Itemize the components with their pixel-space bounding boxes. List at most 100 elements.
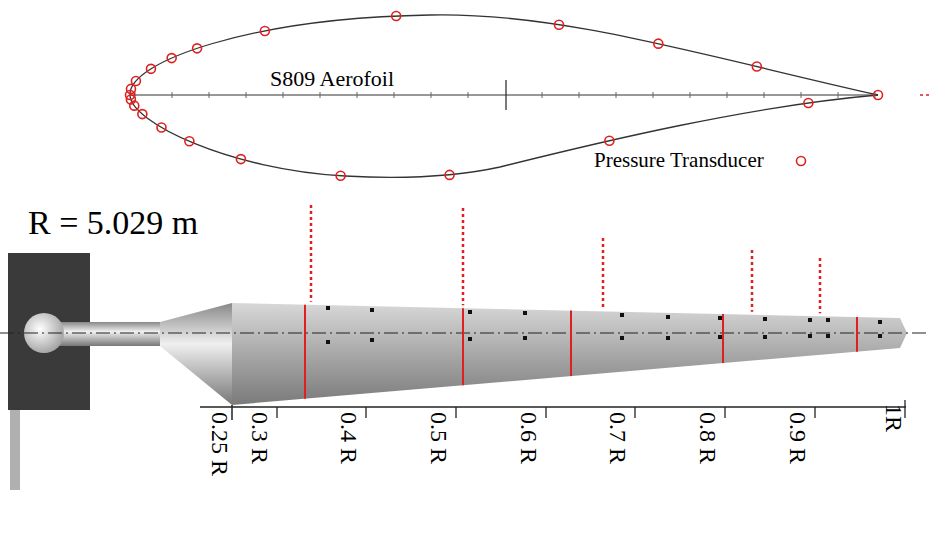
scale-label: 0.7 R — [606, 412, 630, 464]
scale-label: 0.8 R — [696, 412, 720, 464]
pressure-transducer — [130, 101, 139, 110]
dotted-mark — [920, 94, 929, 96]
chord-tick — [172, 92, 173, 98]
legend-text: Pressure Transducer — [594, 150, 764, 171]
scale-tick — [724, 407, 725, 418]
scale-line — [200, 406, 906, 408]
chord-tick — [542, 92, 543, 98]
tap-marker — [666, 336, 670, 340]
tap-marker — [826, 334, 830, 338]
tap-marker — [878, 334, 882, 338]
chord-line — [130, 95, 878, 96]
tap-marker — [523, 336, 527, 340]
chord-tick — [246, 92, 247, 98]
scale-tick — [455, 407, 456, 418]
station-line — [856, 317, 858, 352]
station-line — [304, 305, 306, 399]
dotted-line — [462, 208, 465, 305]
chord-tick — [357, 92, 358, 98]
chord-tick — [320, 92, 321, 98]
tap-marker — [370, 308, 374, 312]
scale-label: 0.9 R — [786, 412, 810, 464]
blade — [232, 303, 907, 405]
tap-marker — [523, 311, 527, 315]
pressure-transducer — [260, 27, 269, 36]
pressure-transducer — [157, 123, 166, 132]
tap-marker — [620, 336, 624, 340]
tap-marker — [763, 317, 767, 321]
dotted-line — [751, 250, 754, 312]
pressure-transducer — [654, 39, 663, 48]
tap-marker — [468, 310, 472, 314]
tap-marker — [826, 318, 830, 322]
radius-label: R = 5.029 m — [28, 206, 198, 240]
tap-marker — [878, 320, 882, 324]
tap-marker — [468, 337, 472, 341]
dotted-line — [819, 258, 822, 313]
chord-tick — [616, 92, 617, 98]
pressure-transducer — [445, 170, 454, 179]
scale-tick — [545, 407, 546, 418]
chord-tick — [801, 92, 802, 98]
pressure-transducer — [554, 20, 563, 29]
tap-marker — [370, 338, 374, 342]
chord-tick — [468, 92, 469, 98]
station-line — [462, 308, 464, 385]
aerofoil-upper — [130, 15, 878, 95]
pitch-axis — [0, 332, 930, 333]
chord-tick — [690, 92, 691, 98]
pressure-transducer — [392, 12, 401, 21]
tap-marker — [718, 335, 722, 339]
tap-marker — [718, 316, 722, 320]
tap-marker — [666, 315, 670, 319]
tap-marker — [808, 318, 812, 322]
chord-mid-tick — [505, 80, 506, 110]
chord-tick — [838, 92, 839, 98]
scale-tick — [276, 407, 277, 418]
scale-tick — [814, 407, 815, 418]
scale-tick — [634, 407, 635, 418]
pressure-transducer — [185, 137, 194, 146]
aerofoil-lower — [130, 95, 878, 177]
pressure-transducer — [236, 155, 245, 164]
chord-tick — [431, 92, 432, 98]
scale-tick — [365, 407, 366, 418]
chord-tick — [209, 92, 210, 98]
pressure-transducer — [146, 64, 155, 73]
tower — [10, 410, 20, 490]
pressure-transducer — [752, 62, 761, 71]
tap-marker — [326, 340, 330, 344]
chord-tick — [283, 92, 284, 98]
scale-label: 0.25 R — [208, 412, 232, 476]
dotted-line — [310, 205, 313, 302]
station-line — [570, 311, 572, 376]
pressure-transducer — [193, 44, 202, 53]
pressure-transducer — [605, 136, 614, 145]
station-line — [722, 314, 724, 363]
scale-label: 0.6 R — [517, 412, 541, 464]
chord-tick — [579, 92, 580, 98]
scale-label: 0.3 R — [248, 412, 272, 464]
pressure-transducer — [131, 77, 140, 86]
scale-label: 0.5 R — [427, 412, 451, 464]
pressure-transducer — [874, 91, 883, 100]
tap-marker — [326, 306, 330, 310]
chord-tick — [727, 92, 728, 98]
scale-label: 0.4 R — [337, 412, 361, 464]
pressure-transducer — [336, 171, 345, 180]
pressure-transducer — [804, 98, 813, 107]
chord-tick — [653, 92, 654, 98]
blade-root — [160, 303, 232, 405]
pressure-transducer — [138, 110, 147, 119]
scale-label: 1R — [882, 404, 906, 432]
pressure-transducer — [167, 54, 176, 63]
aerofoil-title: S809 Aerofoil — [270, 68, 394, 90]
chord-tick — [394, 92, 395, 98]
dotted-line — [602, 238, 605, 308]
tap-marker — [763, 335, 767, 339]
legend-sample — [797, 157, 806, 166]
tap-marker — [620, 313, 624, 317]
tap-marker — [808, 334, 812, 338]
chord-tick — [764, 92, 765, 98]
